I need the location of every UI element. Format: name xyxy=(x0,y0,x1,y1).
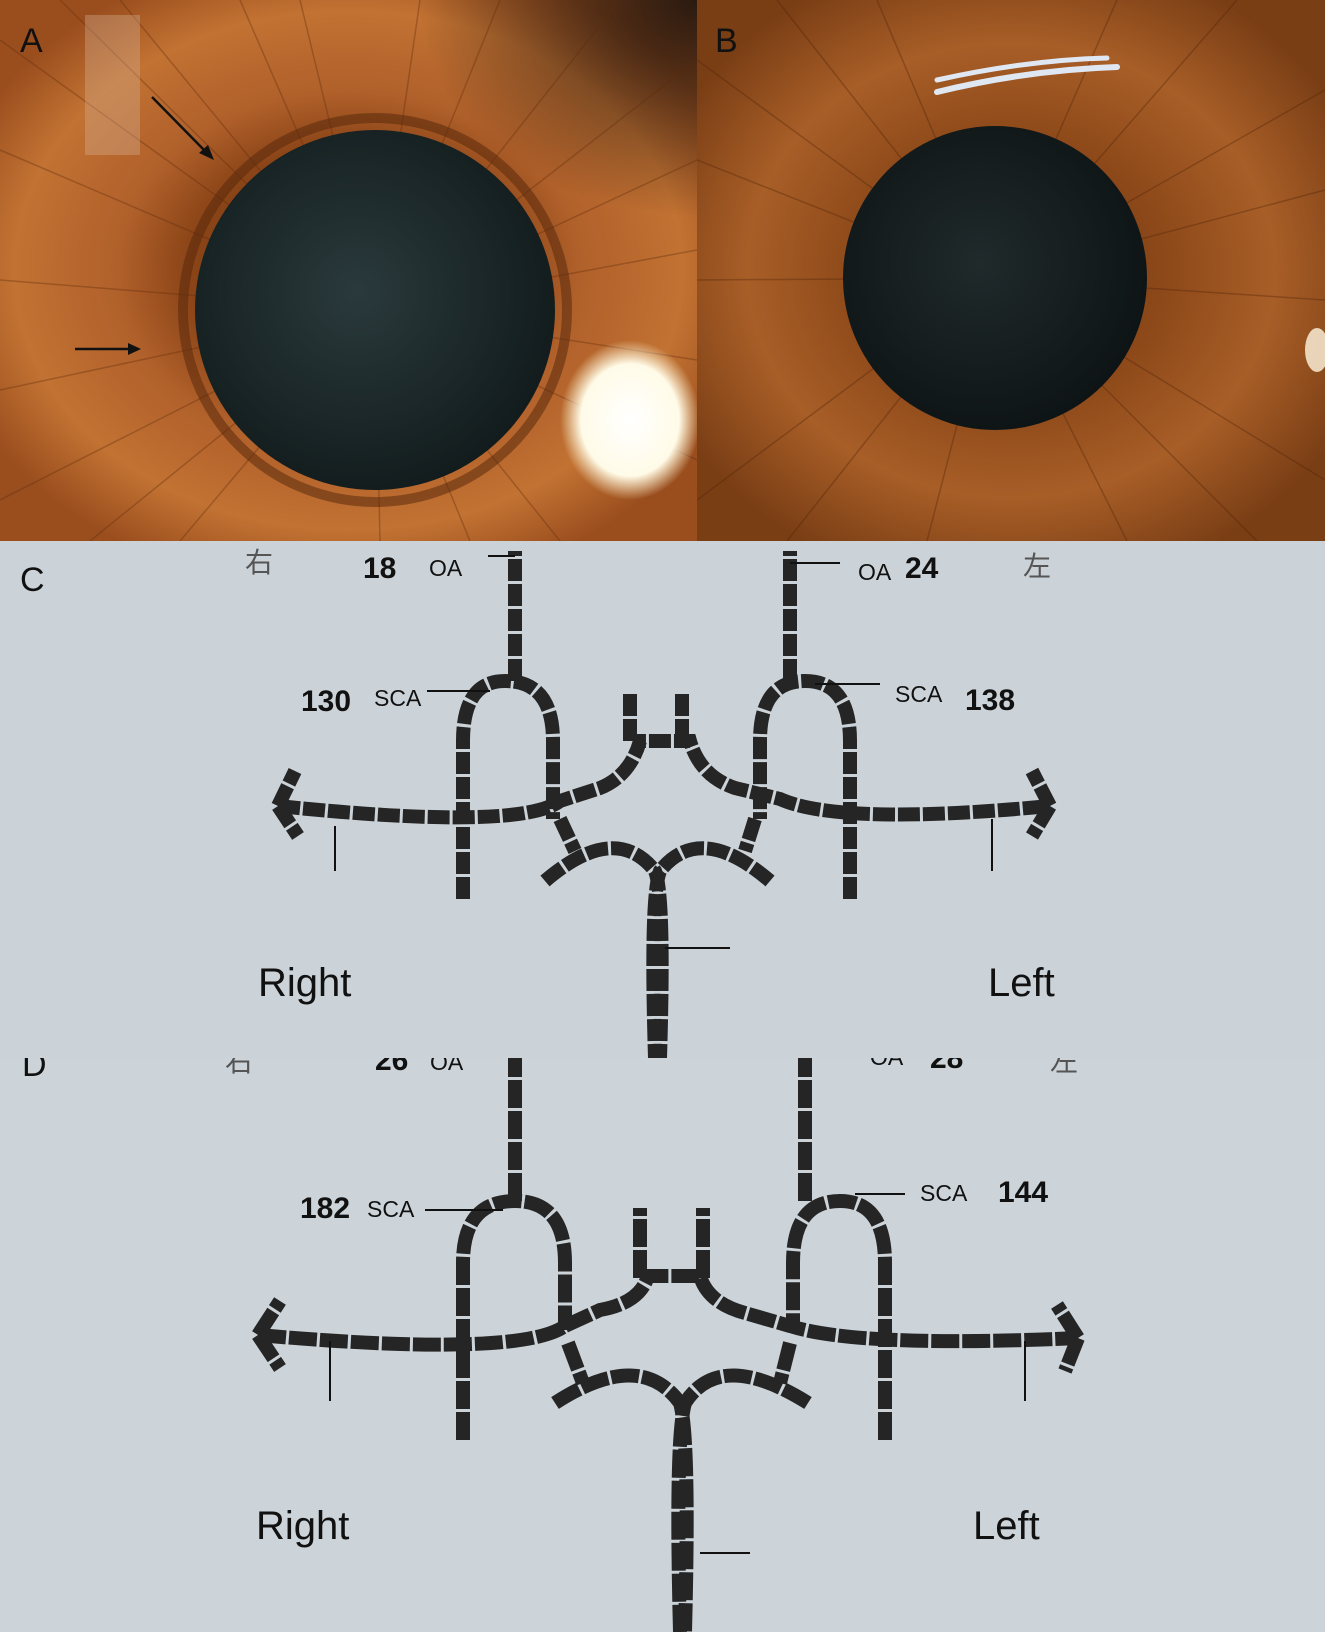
right-oa-label: OA xyxy=(429,557,462,580)
right-side-label: Right xyxy=(258,963,351,1003)
left-oa-value: 28 xyxy=(930,1058,963,1074)
left-sca-value: 138 xyxy=(965,686,1015,716)
right-cjk-label: 右 xyxy=(225,1058,253,1076)
circle-of-willis-diagram-c xyxy=(0,541,1325,1058)
panel-label-a: A xyxy=(20,22,43,61)
eye-photo-left xyxy=(697,0,1325,541)
left-basilar-branch xyxy=(678,1376,808,1632)
transverse-vessel xyxy=(278,741,1050,817)
left-sca-loop xyxy=(760,681,850,899)
right-basilar-branch xyxy=(555,1376,687,1632)
right-sca-loop xyxy=(463,681,553,899)
panel-label-c: C xyxy=(20,561,45,600)
left-oa-label: OA xyxy=(858,561,891,584)
left-side-label: Left xyxy=(988,963,1055,1003)
panel-label-d: D xyxy=(22,1058,47,1085)
left-sca-value: 144 xyxy=(998,1178,1048,1208)
left-side-label: Left xyxy=(973,1506,1040,1546)
right-side-label: Right xyxy=(256,1506,349,1546)
panel-c-vessel-diagram: C 右 左 18 OA OA 24 130 SCA SCA 138 Right … xyxy=(0,541,1325,1058)
right-basilar-branch xyxy=(545,848,662,1058)
left-cjk-label: 左 xyxy=(1023,553,1051,581)
panel-a-eye-photo: A xyxy=(0,0,697,541)
right-oa-label: OA xyxy=(430,1058,463,1074)
left-cjk-label: 左 xyxy=(1050,1058,1078,1076)
panel-d-vessel-diagram: D 右 左 26 OA OA 28 182 SCA SCA 144 Right … xyxy=(0,1058,1325,1632)
left-oa-label: OA xyxy=(870,1058,903,1069)
right-oa-value: 18 xyxy=(363,554,396,584)
right-sca-label: SCA xyxy=(367,1198,414,1221)
eye-photo-right xyxy=(0,0,697,541)
right-connector xyxy=(560,819,575,851)
right-oa-value: 26 xyxy=(375,1058,408,1076)
left-basilar-branch xyxy=(653,848,770,1058)
right-sca-value: 130 xyxy=(301,687,351,717)
circle-of-willis-diagram-d xyxy=(0,1058,1325,1632)
left-connector xyxy=(745,819,755,851)
right-sca-loop xyxy=(463,1201,565,1440)
panel-b-eye-photo: B xyxy=(697,0,1325,541)
right-sca-label: SCA xyxy=(374,687,421,710)
left-sca-label: SCA xyxy=(920,1182,967,1205)
right-connector xyxy=(568,1343,583,1383)
left-oa-value: 24 xyxy=(905,554,938,584)
panel-label-b: B xyxy=(715,22,738,61)
left-connector xyxy=(780,1343,790,1383)
right-sca-value: 182 xyxy=(300,1194,350,1224)
right-cjk-label: 右 xyxy=(245,549,273,577)
transverse-vessel xyxy=(258,1276,1078,1345)
left-sca-label: SCA xyxy=(895,683,942,706)
